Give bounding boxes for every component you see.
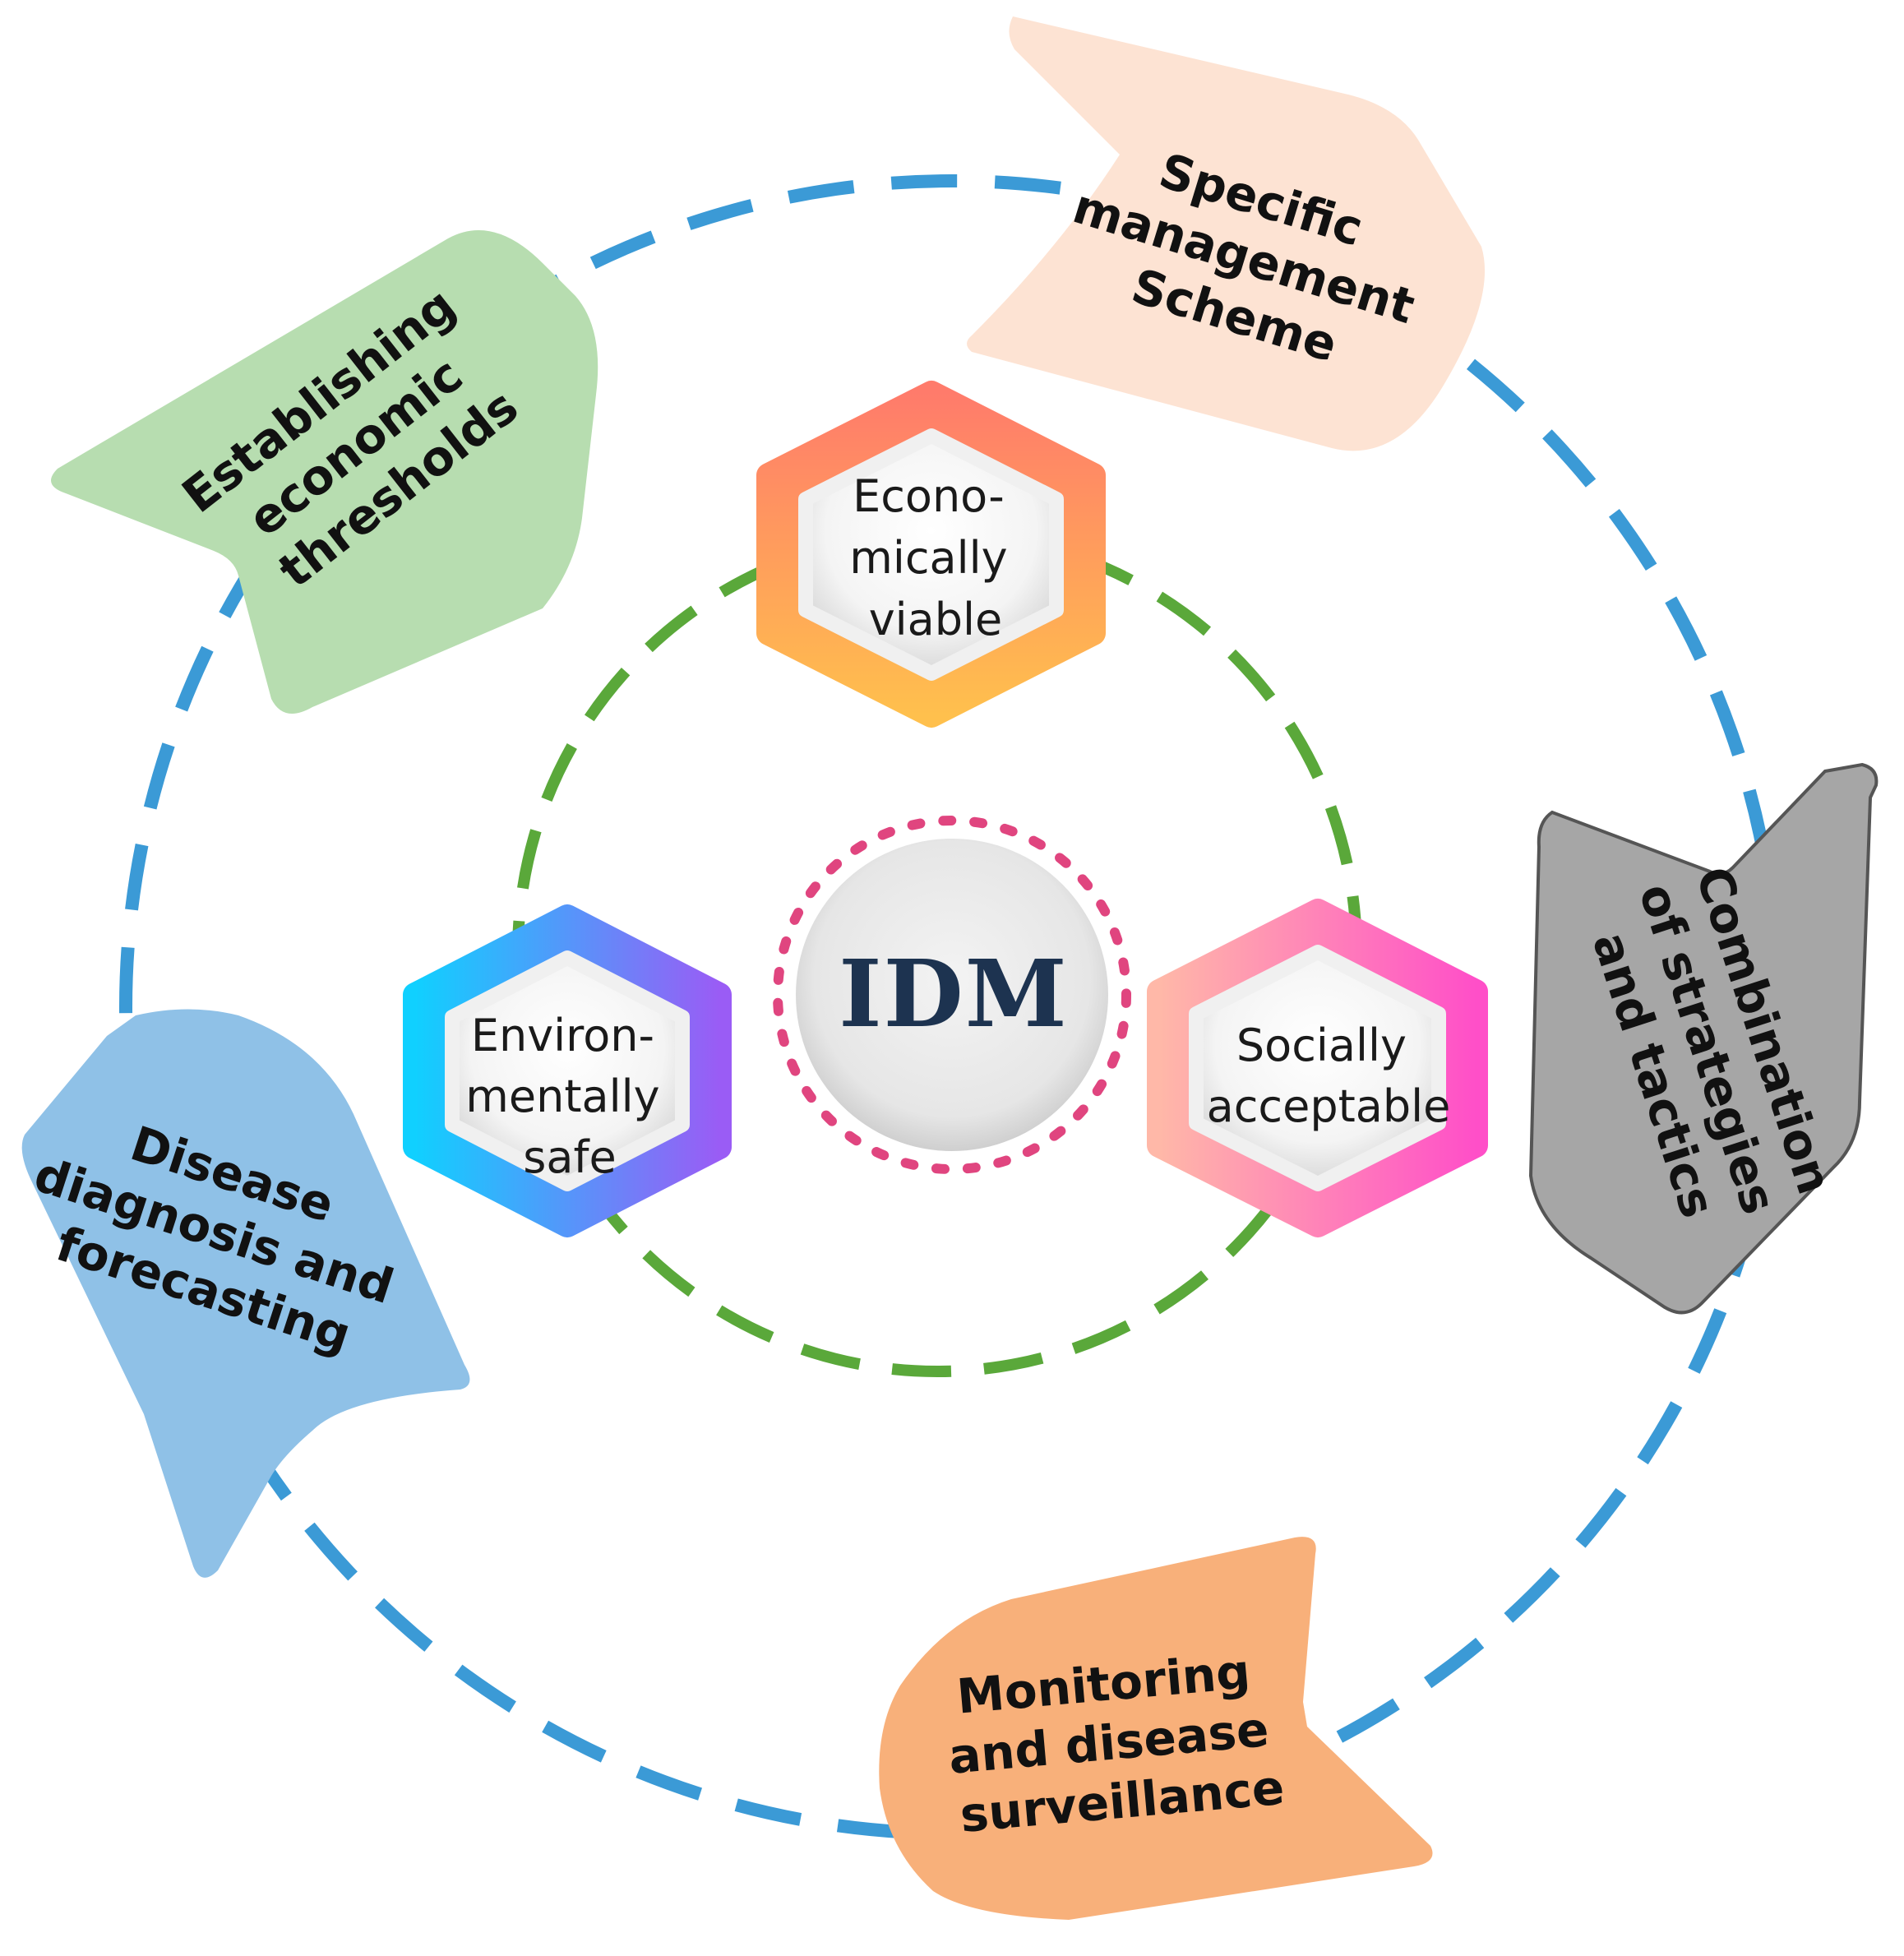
- hexagon-inner: [798, 428, 1064, 681]
- center-idm: IDM: [773, 816, 1131, 1174]
- step-establishing-economic-thresholds: Establishing economic thresholds: [51, 230, 598, 714]
- hexagon-inner: [445, 950, 690, 1191]
- svg-text:Econo- mically via: Econo- mically viable: [849, 470, 1022, 645]
- pillar-environmentally-safe: Environ- mentally safe: [403, 904, 732, 1237]
- svg-text:Socially acceptable: Socially acceptable: [1207, 1020, 1451, 1132]
- step-disease-diagnosis-forecasting: Disease diagnosis and forecasting: [21, 1009, 470, 1578]
- pillar-label-line: Socially: [1236, 1020, 1407, 1071]
- svg-text:Environ- mentally: Environ- mentally safe: [465, 1010, 673, 1183]
- step-monitoring-and-surveillance: Monitoring and disease surveillance: [879, 1537, 1433, 1920]
- step-shape-diagnosis: [21, 1009, 470, 1578]
- step-shape-thresholds: [51, 230, 598, 714]
- hexagon-inner: [1189, 945, 1446, 1191]
- pillar-label-line: mically: [849, 532, 1007, 584]
- pillar-label-line: safe: [523, 1131, 616, 1183]
- step-combination-of-strategies: Combination of strategies and tactics: [1528, 762, 1879, 1315]
- step-specific-management-scheme: Specific management Scheme: [967, 16, 1486, 451]
- pillar-label-line: Econo-: [853, 470, 1005, 522]
- step-shape-scheme: [967, 16, 1486, 451]
- center-dotted-ring: [773, 816, 1131, 1174]
- pillar-label-line: acceptable: [1207, 1080, 1451, 1132]
- center-disc: [796, 839, 1108, 1151]
- step-shape-monitoring: [879, 1537, 1433, 1920]
- pillar-economically-viable: Econo- mically viable: [756, 381, 1106, 728]
- pillar-socially-acceptable: Socially acceptable: [1147, 899, 1488, 1237]
- pillar-label-line: mentally: [465, 1070, 659, 1122]
- svg-text:Monitoring and disease: Monitoring and disease surveillance: [941, 1641, 1293, 1844]
- pillar-label-line: Environ-: [471, 1010, 654, 1061]
- pillar-label-line: viable: [869, 594, 1003, 645]
- step-shape-combination: [1528, 762, 1879, 1315]
- center-title: IDM: [839, 941, 1069, 1048]
